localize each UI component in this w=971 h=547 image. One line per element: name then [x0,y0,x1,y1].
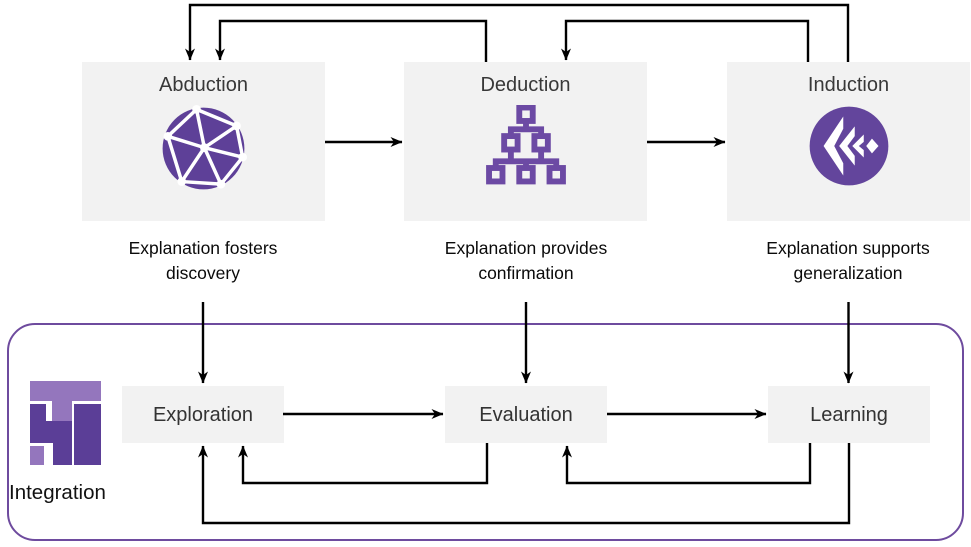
node-deduction-label: Deduction [480,74,571,96]
caption-abduction-line1: Explanation fosters [128,238,278,258]
caption-abduction: Explanation fosters discovery [73,236,333,285]
node-exploration: Exploration [122,386,284,443]
node-induction: Induction [727,62,970,221]
node-learning-label: Learning [810,403,888,426]
layered-chevrons-icon [809,106,888,186]
integration-logo-icon [30,381,101,466]
arrow-induction-to-deduction [561,19,810,62]
caption-induction-line2: generalization [793,262,903,283]
caption-deduction-line2: confirmation [478,262,574,283]
caption-deduction-line1: Explanation provides [444,238,608,258]
node-abduction: Abduction [82,62,325,221]
caption-deduction: Explanation provides confirmation [396,236,656,285]
node-evaluation: Evaluation [445,386,607,443]
caption-abduction-line2: discovery [166,262,240,283]
node-deduction: Deduction [404,62,647,221]
integration-label: Integration [9,481,106,504]
node-exploration-label: Exploration [152,403,254,426]
node-evaluation-label: Evaluation [479,403,573,426]
network-globe-icon [162,105,247,190]
arrow-induction-to-abduction [185,3,850,62]
node-abduction-label: Abduction [159,74,248,96]
node-learning: Learning [768,386,930,443]
tree-hierarchy-icon [485,105,566,185]
arrow-deduction-to-abduction [215,19,488,62]
node-induction-label: Induction [807,74,890,96]
caption-induction-line1: Explanation supports [766,238,930,258]
caption-induction: Explanation supports generalization [718,236,971,285]
